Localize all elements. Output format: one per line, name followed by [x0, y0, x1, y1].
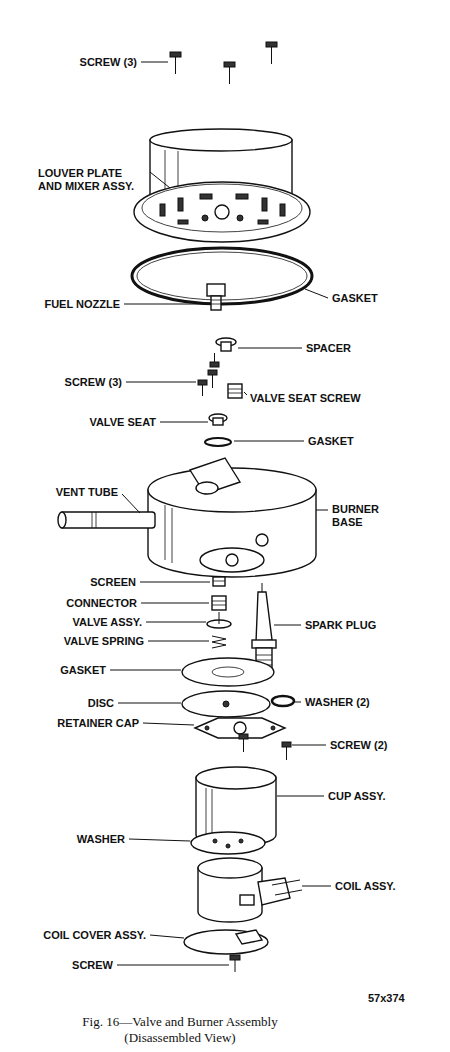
- part-label: VALVE SEAT: [89, 416, 156, 429]
- part-label: SCREW: [72, 959, 113, 972]
- part-label: LOUVER PLATE AND MIXER ASSY.: [38, 167, 146, 193]
- valve-seat-symbol: [205, 414, 231, 446]
- part-label: SCREW (2): [330, 739, 387, 752]
- leader-lines: [110, 62, 331, 965]
- part-label: BURNER BASE: [332, 503, 394, 529]
- part-label: SPACER: [306, 342, 351, 355]
- figure-caption: Fig. 16—Valve and Burner Assembly (Disas…: [55, 1014, 305, 1046]
- washer-symbol: [191, 832, 265, 854]
- part-label: SPARK PLUG: [305, 619, 376, 632]
- part-label: CUP ASSY.: [328, 790, 385, 803]
- fuel-nozzle-symbol: [207, 284, 225, 310]
- part-label: COIL COVER ASSY.: [43, 929, 146, 942]
- coil-symbol: [198, 858, 302, 922]
- part-label: VALVE ASSY.: [73, 616, 142, 629]
- part-label: VALVE SPRING: [64, 635, 144, 648]
- part-label: GASKET: [332, 292, 378, 305]
- part-label: GASKET: [60, 664, 106, 677]
- part-label: SCREW (3): [65, 376, 122, 389]
- part-label: SCREEN: [90, 576, 136, 589]
- spacer-symbol: [216, 338, 236, 351]
- screw-symbol: [170, 42, 277, 84]
- part-label: CONNECTOR: [66, 597, 137, 610]
- part-label: VENT TUBE: [56, 486, 118, 499]
- part-label: WASHER: [77, 833, 125, 846]
- spark-plug-symbol: [252, 583, 276, 672]
- coil-cover-symbol: [184, 930, 268, 972]
- gasket-ring: [132, 248, 312, 304]
- part-label: 57x374: [368, 992, 405, 1005]
- part-label: WASHER (2): [305, 696, 370, 709]
- screw-symbol: [198, 353, 242, 398]
- part-label: VALVE SEAT SCREW: [250, 392, 361, 405]
- part-label: RETAINER CAP: [57, 717, 139, 730]
- part-label: COIL ASSY.: [335, 880, 396, 893]
- burner-base-symbol: [58, 458, 316, 577]
- valve-parts-symbol: [207, 577, 231, 648]
- part-label: FUEL NOZZLE: [44, 298, 120, 311]
- gasket-disc-symbol: [182, 658, 294, 738]
- louver-plate-symbol: [134, 129, 310, 242]
- part-label: SCREW (3): [80, 56, 137, 69]
- part-label: GASKET: [308, 435, 354, 448]
- screw-symbol: [239, 734, 291, 760]
- part-label: DISC: [88, 697, 114, 710]
